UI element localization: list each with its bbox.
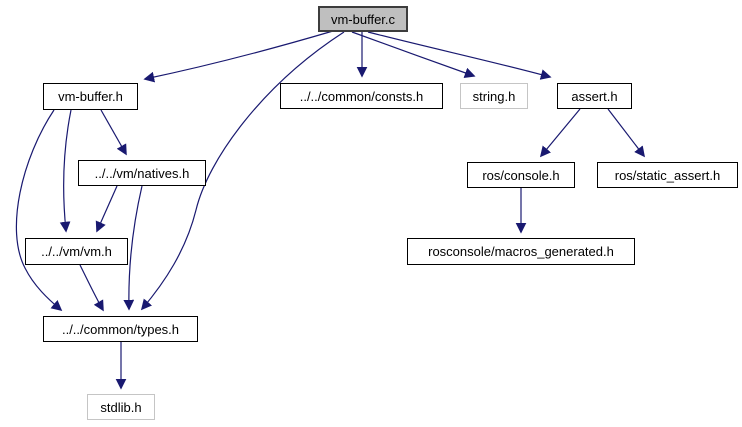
edge-vm-natives-h-to-vm-vm-h [95,185,118,233]
node-common-consts-h[interactable]: ../../common/consts.h [280,83,443,109]
node-assert-h[interactable]: assert.h [557,83,632,109]
edge-vm-buffer-c-to-common-types-h [140,31,345,311]
edge-vm-buffer-h-to-common-types-h [15,109,63,312]
node-string-h: string.h [460,83,528,109]
edge-vm-buffer-c-to-vm-buffer-h [143,30,334,83]
node-vm-vm-h[interactable]: ../../vm/vm.h [25,238,128,265]
edge-vm-vm-h-to-common-types-h [79,264,104,312]
node-vm-buffer-c: vm-buffer.c [318,6,408,32]
edge-assert-h-to-ros-console-h [539,108,581,158]
edge-vm-natives-h-to-common-types-h [123,185,143,311]
node-ros-console-h[interactable]: ros/console.h [467,162,575,188]
node-vm-natives-h[interactable]: ../../vm/natives.h [78,160,206,186]
node-common-types-h[interactable]: ../../common/types.h [43,316,198,342]
edge-vm-buffer-c-to-assert-h [367,31,552,80]
edge-vm-buffer-h-to-vm-vm-h [59,109,72,233]
edge-vm-buffer-h-to-vm-natives-h [100,109,127,156]
node-stdlib-h: stdlib.h [87,394,155,420]
edge-assert-h-to-ros-static-assert-h [607,108,645,158]
node-rosconsole-macros-h[interactable]: rosconsole/macros_generated.h [407,238,635,265]
node-ros-static-assert-h[interactable]: ros/static_assert.h [597,162,738,188]
node-vm-buffer-h[interactable]: vm-buffer.h [43,83,138,110]
edge-vm-buffer-c-to-string-h [351,31,476,78]
